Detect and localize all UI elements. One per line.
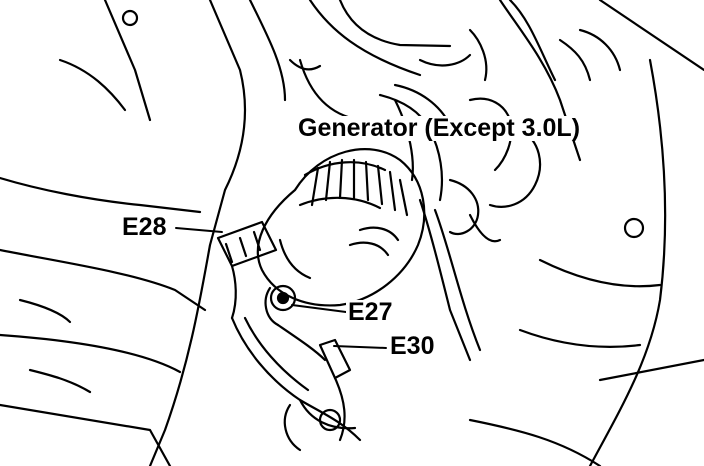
- e30-label: E30: [388, 332, 437, 360]
- body-frame-left: [0, 0, 207, 466]
- leader-lines: [175, 227, 387, 349]
- engine-block-outline: [148, 0, 592, 466]
- body-frame-right: [468, 0, 704, 466]
- e28-label: E28: [120, 213, 169, 241]
- generator-body: [256, 98, 426, 307]
- generator-label: Generator (Except 3.0L): [296, 114, 583, 142]
- e28-connector: [216, 220, 278, 320]
- wiring-harness: [230, 316, 362, 452]
- e27-label: E27: [346, 298, 395, 326]
- e27-terminal: [264, 284, 297, 327]
